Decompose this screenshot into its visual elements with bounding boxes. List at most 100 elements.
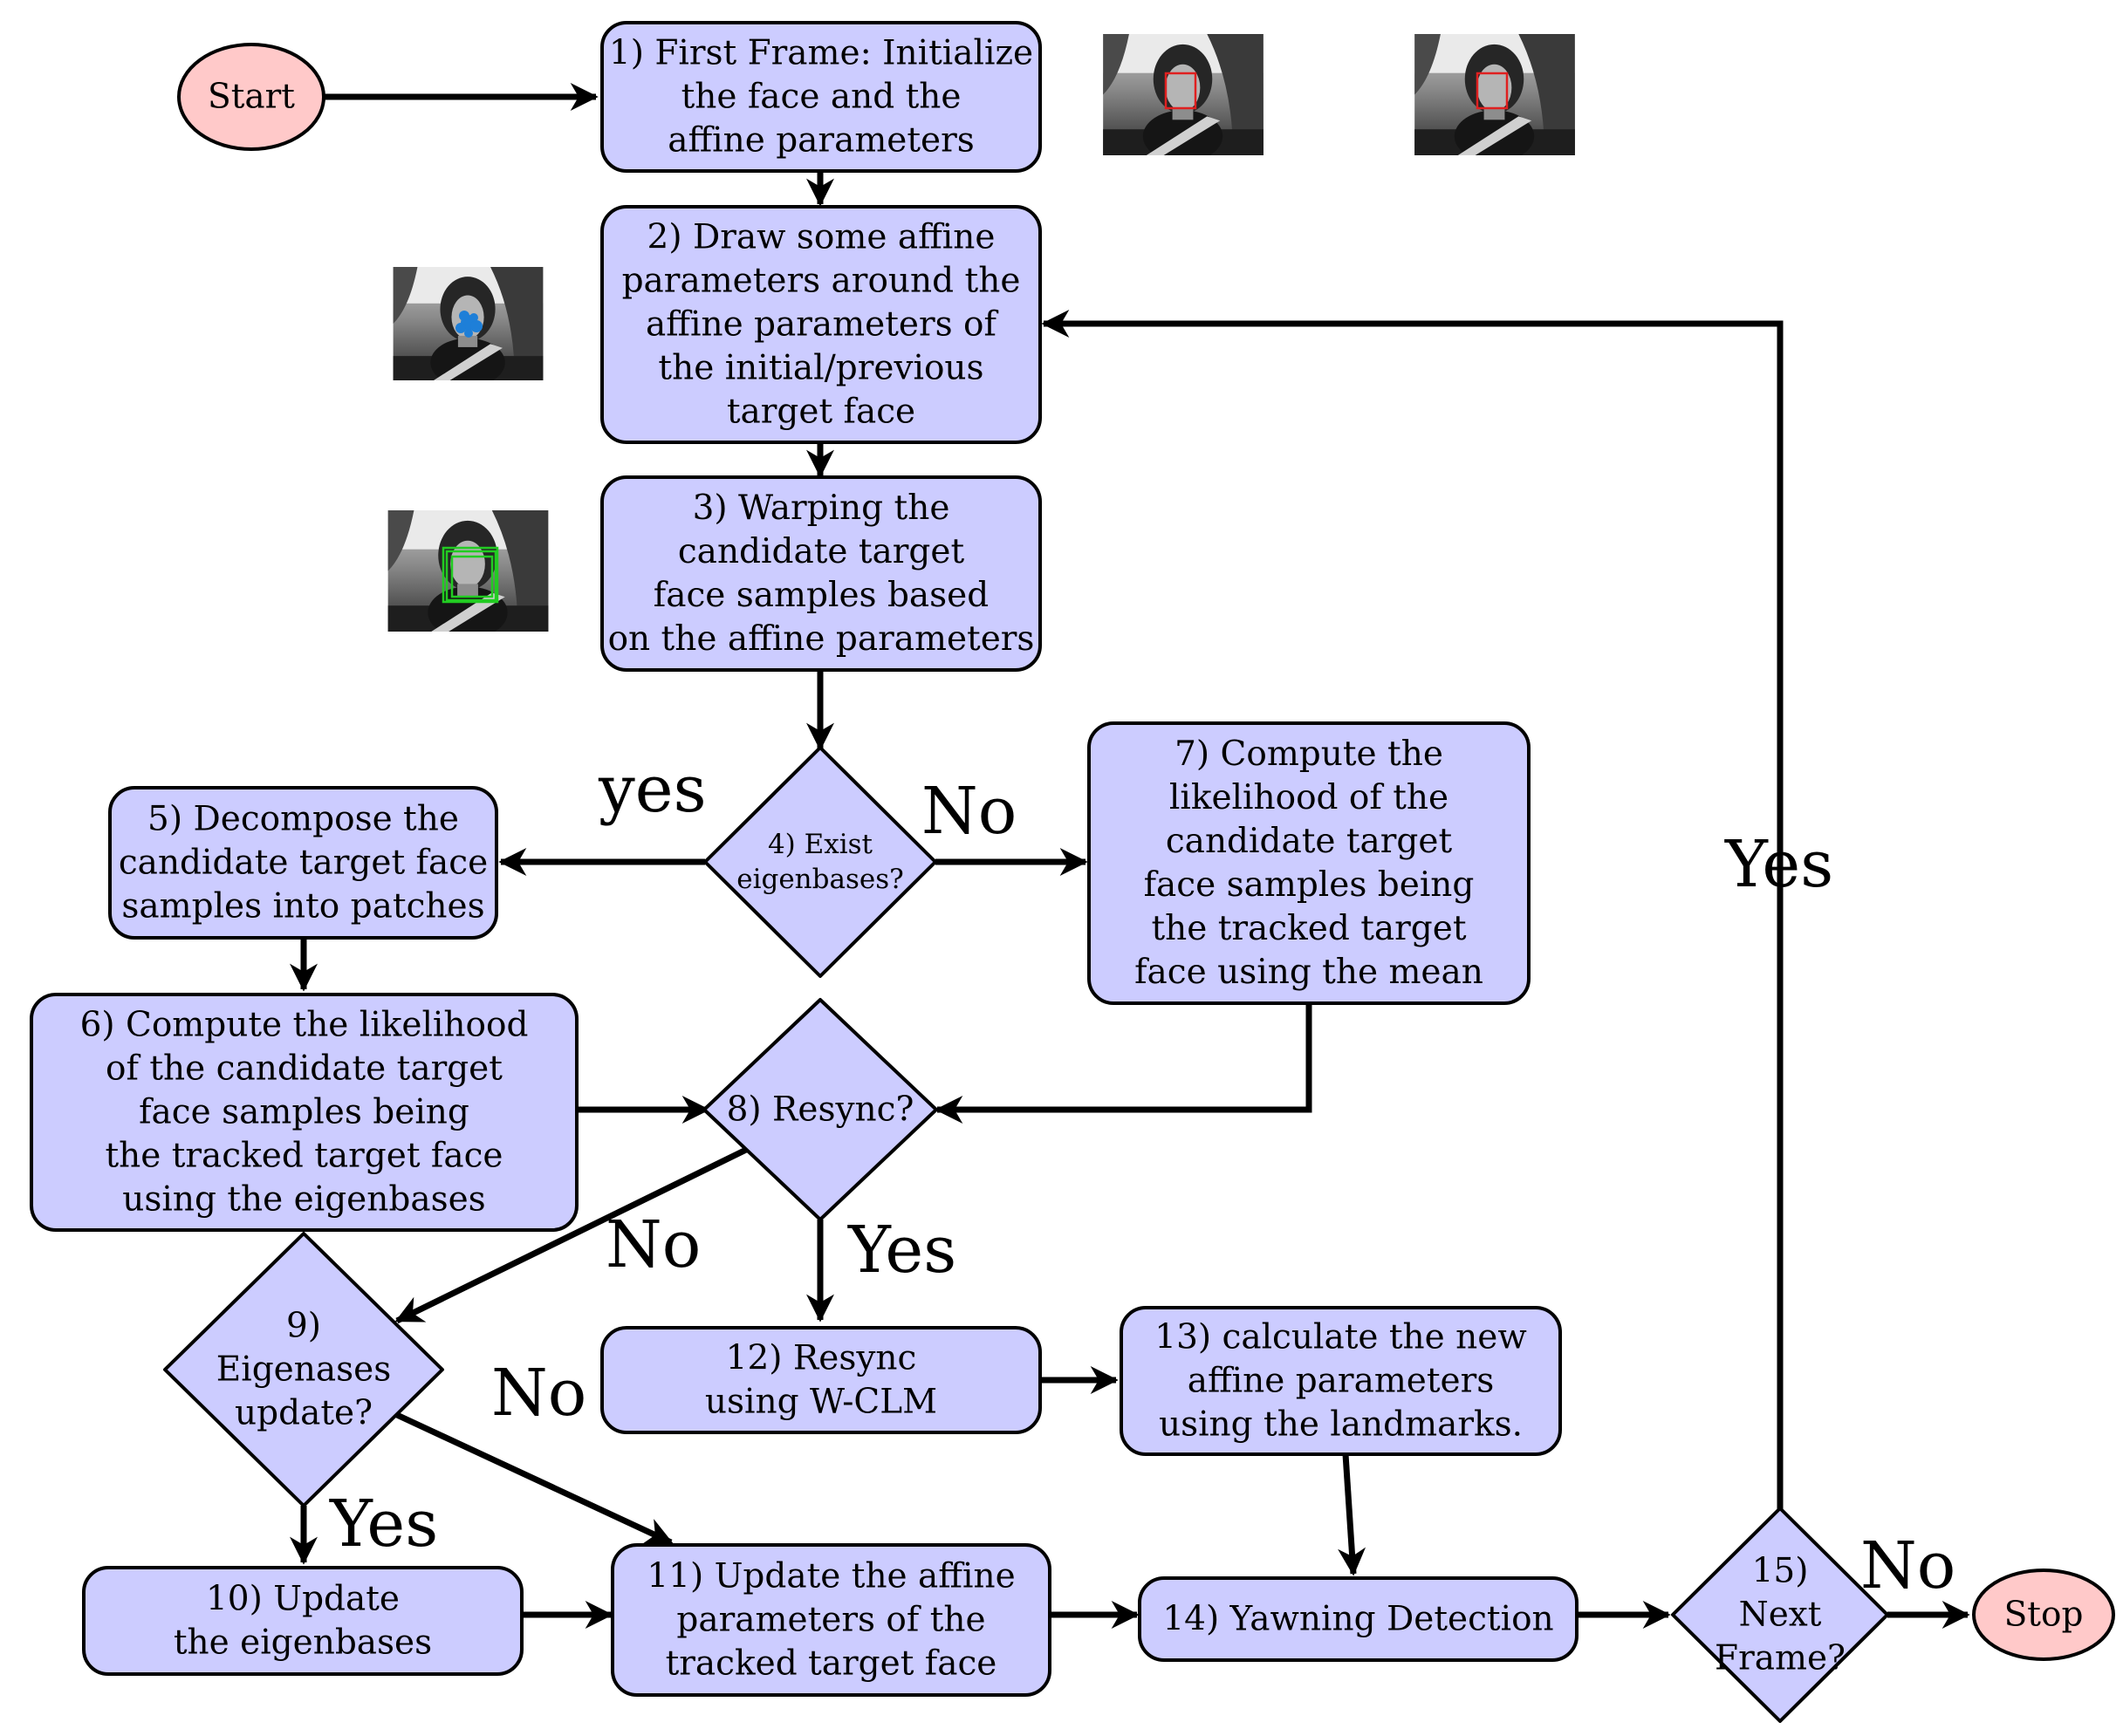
- node-n2-label: affine parameters of: [646, 305, 998, 345]
- node-n11-label: parameters of the: [676, 1601, 985, 1640]
- node-n13-label: using the landmarks.: [1159, 1405, 1523, 1445]
- node-n9-shape: [163, 1232, 444, 1507]
- node-n12-label: 12) Resync: [726, 1339, 917, 1378]
- frame-thumbnail-3: [393, 267, 544, 380]
- node-n14-label: 14) Yawning Detection: [1162, 1600, 1553, 1639]
- node-n6-label: using the eigenbases: [122, 1180, 485, 1220]
- frame-thumbnail-4: [387, 510, 549, 632]
- node-n14: 14) Yawning Detection: [1138, 1576, 1579, 1662]
- node-n6-label: face samples being: [139, 1093, 469, 1132]
- edge-label-yes-8: Yes: [847, 1213, 956, 1288]
- node-n7-label: face using the mean: [1134, 953, 1483, 992]
- node-n7-shape: [1087, 721, 1531, 1005]
- node-n3: 3) Warping the candidate target face sampl…: [600, 475, 1042, 672]
- edge-labels: yes No No Yes No Yes Yes No: [329, 752, 1955, 1603]
- node-n12: 12) Resync using W-CLM: [600, 1326, 1042, 1434]
- node-n8: 8) Resync?: [702, 998, 938, 1221]
- edge-label-no-8: No: [606, 1207, 701, 1282]
- node-n4-shape: [703, 746, 937, 978]
- node-n7-label: 7) Compute the: [1174, 735, 1443, 774]
- edge-8-to-9: [394, 1146, 748, 1324]
- node-n5-shape: [108, 786, 498, 940]
- node-n9-label: update?: [235, 1394, 373, 1433]
- node-n15-label: Frame?: [1715, 1639, 1846, 1678]
- node-n7-label: the tracked target: [1151, 909, 1466, 948]
- node-n10: 10) Update the eigenbases: [82, 1566, 524, 1676]
- node-start-shape: [177, 43, 325, 151]
- node-n4-label: 4) Exist: [768, 829, 873, 860]
- node-stop-label: Stop: [2004, 1596, 2084, 1635]
- node-n8-shape: [702, 998, 938, 1221]
- node-n2-label: 2) Draw some affine: [647, 218, 996, 257]
- node-n9-label: Eigenases: [216, 1350, 391, 1390]
- node-n1-label: 1) First Frame: Initialize: [609, 34, 1033, 73]
- node-n6-label: 6) Compute the likelihood: [80, 1006, 529, 1045]
- node-n1-label: affine parameters: [668, 121, 975, 161]
- node-n9-label: 9): [286, 1307, 321, 1346]
- node-n2-shape: [600, 205, 1042, 444]
- node-stop-shape: [1972, 1569, 2115, 1661]
- node-n13-label: 13) calculate the new: [1154, 1318, 1527, 1357]
- node-n3-label: 3) Warping the: [693, 489, 950, 528]
- node-start: Start: [177, 43, 325, 151]
- node-n5-label: 5) Decompose the: [147, 800, 459, 839]
- edge-label-no-4: No: [921, 774, 1017, 849]
- node-n4: 4) Exist eigenbases?: [703, 746, 937, 978]
- node-n2: 2) Draw some affine parameters around the…: [600, 205, 1042, 444]
- node-n2-label: parameters around the: [622, 262, 1021, 301]
- node-n15-shape: [1671, 1507, 1889, 1723]
- edge-label-yes-9: Yes: [329, 1487, 438, 1562]
- node-n12-label: using W-CLM: [705, 1383, 937, 1422]
- node-n15-label: Next: [1739, 1596, 1822, 1635]
- node-n2-label: the initial/previous: [658, 349, 983, 388]
- node-n13-label: affine parameters: [1188, 1362, 1495, 1401]
- node-n14-shape: [1138, 1576, 1579, 1662]
- edges: [290, 83, 1970, 1629]
- node-n12-shape: [600, 1326, 1042, 1434]
- edge-13-to-14: [1338, 1453, 1366, 1576]
- node-n1-shape: [600, 21, 1042, 173]
- node-n9: 9) Eigenases update?: [163, 1232, 444, 1507]
- node-n7-label: candidate target: [1166, 822, 1453, 861]
- node-n3-label: face samples based: [654, 576, 989, 615]
- node-n11-label: tracked target face: [666, 1644, 997, 1684]
- edge-label-no-9: No: [491, 1356, 586, 1431]
- green-sample-boxes: [442, 546, 499, 604]
- node-n11-label: 11) Update the affine: [647, 1557, 1015, 1596]
- node-n15-label: 15): [1752, 1552, 1809, 1591]
- node-stop: Stop: [1972, 1569, 2115, 1661]
- node-n6: 6) Compute the likelihood of the candidat…: [30, 993, 579, 1232]
- node-n3-shape: [600, 475, 1042, 672]
- edge-label-yes-15: Yes: [1724, 827, 1833, 902]
- blue-sample-points: [455, 311, 483, 338]
- edge-label-yes-4: yes: [598, 752, 707, 827]
- node-n3-label: candidate target: [678, 532, 965, 571]
- node-n7-label: face samples being: [1144, 865, 1475, 905]
- node-n6-label: of the candidate target: [106, 1049, 503, 1089]
- node-n6-label: the tracked target face: [105, 1137, 503, 1176]
- node-n6-shape: [30, 993, 579, 1232]
- frame-thumbnail-2: [1414, 34, 1575, 155]
- node-n10-label: the eigenbases: [174, 1623, 432, 1663]
- node-n7-label: likelihood of the: [1169, 778, 1448, 817]
- edge-7-to-8: [935, 1003, 1312, 1124]
- node-n2-label: target face: [727, 393, 915, 432]
- node-n7: 7) Compute the likelihood of the candidate…: [1087, 721, 1531, 1005]
- node-start-label: Start: [208, 78, 295, 117]
- node-n5-label: candidate target face: [119, 844, 488, 883]
- node-n8-label: 8) Resync?: [727, 1090, 914, 1130]
- node-n10-label: 10) Update: [206, 1580, 400, 1619]
- node-n13: 13) calculate the new affine parameters us…: [1120, 1306, 1562, 1456]
- edge-label-no-15: No: [1860, 1528, 1955, 1603]
- edge-15-to-2: [1041, 310, 1784, 1509]
- node-n11: 11) Update the affine parameters of the tr…: [611, 1543, 1051, 1697]
- frame-thumbnail-1: [1103, 34, 1264, 155]
- node-n3-label: on the affine parameters: [608, 619, 1035, 659]
- node-n13-shape: [1120, 1306, 1562, 1456]
- node-n10-shape: [82, 1566, 524, 1676]
- node-n4-label: eigenbases?: [736, 864, 904, 895]
